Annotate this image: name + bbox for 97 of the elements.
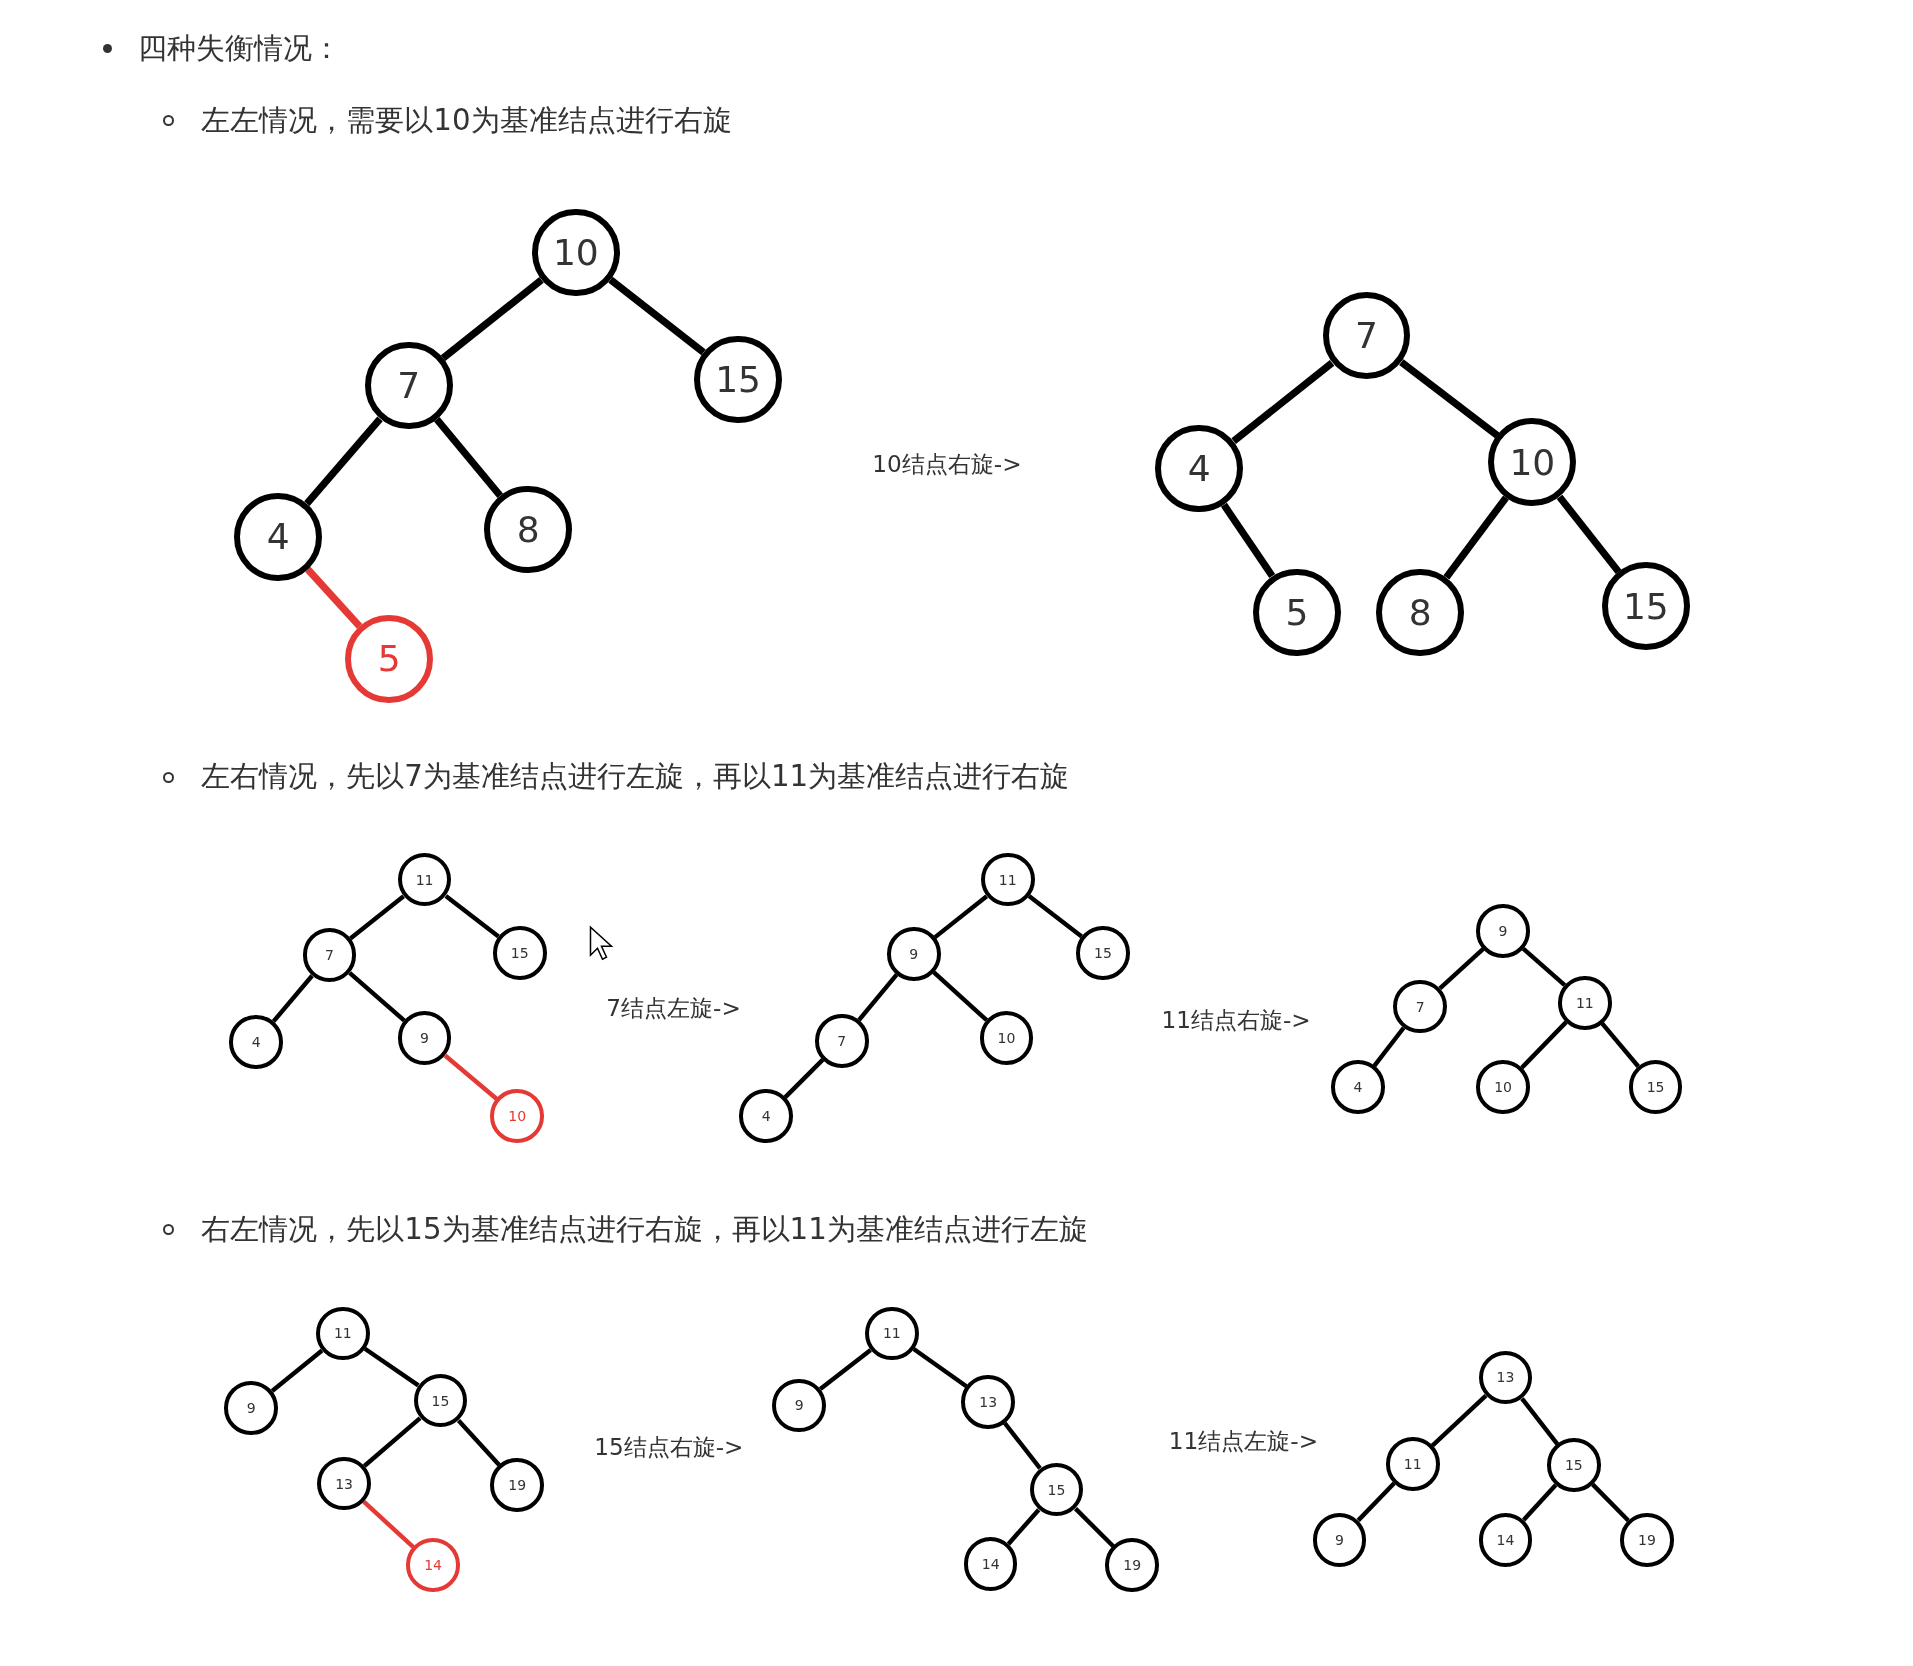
tree-edge [440,277,544,361]
tree-node: 10 [531,208,620,297]
tree-node: 9 [772,1378,826,1433]
tree-node: 8 [484,485,573,574]
tree-node: 15 [492,926,547,980]
tree-node: 19 [1620,1512,1674,1567]
rotation-label: 11结点左旋-> [1168,1425,1319,1456]
tree-edge [362,1500,415,1549]
tree-node: 11 [1557,976,1612,1030]
tree-edge [912,1347,968,1389]
tree-node: 9 [397,1011,452,1066]
tree-node: 4 [739,1089,793,1144]
tree-node: 15 [413,1373,468,1428]
tree-edge [1372,1026,1406,1068]
tree-node: 9 [224,1381,279,1435]
tree-edge [443,1053,499,1101]
tree-node: 7 [302,928,357,983]
tree-edge [933,894,989,940]
tree-node: 9 [1312,1512,1367,1567]
tree-node: 10 [1488,418,1577,507]
tree-node: 13 [317,1456,371,1511]
tree-node: 15 [1547,1438,1601,1493]
tree-edge [444,894,500,939]
tree-edge [434,417,503,498]
tree-edge [1430,1394,1488,1448]
rotation-label: 10结点右旋-> [872,448,1022,479]
tree-edge [1438,947,1485,991]
tree-edge [1556,494,1622,575]
rotation-label: 11结点右旋-> [1161,1004,1311,1035]
tree-node: 15 [1076,926,1130,980]
tree-node: 11 [980,852,1035,907]
tree-node: 11 [865,1306,919,1361]
list-heading: 四种失衡情况： [137,29,341,67]
rotation-label: 7结点左旋-> [606,992,741,1023]
tree-edge [348,971,406,1023]
tree-edge [1006,1508,1041,1546]
tree-node: 7 [814,1013,869,1068]
tree-edge [456,1418,501,1467]
tree-edge [362,1416,422,1468]
tree-node: 7 [1322,291,1411,380]
tree-edge [1520,1020,1568,1070]
tree-edge [1073,1507,1115,1548]
tree-node: 11 [1385,1437,1440,1491]
tree-node: 15 [1601,562,1690,651]
tree-edge [304,416,383,506]
tree-node: 13 [961,1374,1016,1429]
tree-node: 15 [1029,1462,1084,1517]
tree-edge [1399,359,1500,439]
tree-edge [1591,1482,1630,1523]
tree-node: 9 [1476,904,1530,958]
tree-node: 5 [1252,568,1341,657]
tree-node: 4 [234,492,323,581]
tree-edge [1356,1481,1396,1522]
rotation-label: 15结点右旋-> [594,1431,744,1462]
tree-edge [608,276,706,356]
tree-node: 10 [490,1089,545,1144]
tree-node: 13 [1478,1350,1533,1405]
list-item-text: 左左情况，需要以10为基准结点进行右旋 [201,101,732,139]
tree-node: 4 [1331,1060,1385,1114]
tree-edge [1520,1397,1560,1446]
tree-node: 14 [1478,1512,1533,1567]
tree-edge [818,1348,872,1391]
tree-node: 5 [345,614,434,703]
tree-edge [349,894,405,941]
tree-node: 15 [1628,1060,1683,1114]
list-item-text: 左右情况，先以7为基准结点进行左旋，再以11为基准结点进行右旋 [201,758,1070,796]
tree-edge [1027,894,1083,939]
tree-edge [932,970,989,1022]
tree-node: 11 [316,1306,370,1361]
tree-node: 4 [229,1015,284,1069]
tree-edge [1600,1022,1640,1068]
list-item-text: 右左情况，先以15为基准结点进行右旋，再以11为基准结点进行左旋 [201,1210,1088,1248]
tree-edge [305,566,363,629]
tree-node: 14 [963,1537,1018,1591]
tree-node: 8 [1376,568,1464,657]
tree-node: 19 [490,1457,545,1512]
tree-node: 14 [406,1538,460,1593]
tree-node: 4 [1155,424,1244,513]
tree-edge [1231,360,1335,444]
tree-edge [363,1346,420,1388]
tree-edge [1002,1421,1042,1470]
tree-edge [1220,502,1276,579]
tree-node: 9 [886,927,941,981]
tree-node: 10 [979,1011,1034,1066]
tree-node: 15 [694,335,782,424]
tree-edge [271,974,314,1023]
tree-edge [857,973,899,1022]
tree-node: 10 [1476,1060,1530,1114]
tree-node: 19 [1105,1538,1159,1593]
tree-node: 7 [364,341,453,430]
tree-edge [783,1058,825,1099]
tree-node: 11 [397,852,452,907]
tree-edge [1521,946,1567,987]
tree-edge [270,1348,324,1393]
tree-node: 7 [1393,979,1447,1034]
tree-edge [1443,495,1509,580]
tree-edge [1522,1483,1558,1522]
